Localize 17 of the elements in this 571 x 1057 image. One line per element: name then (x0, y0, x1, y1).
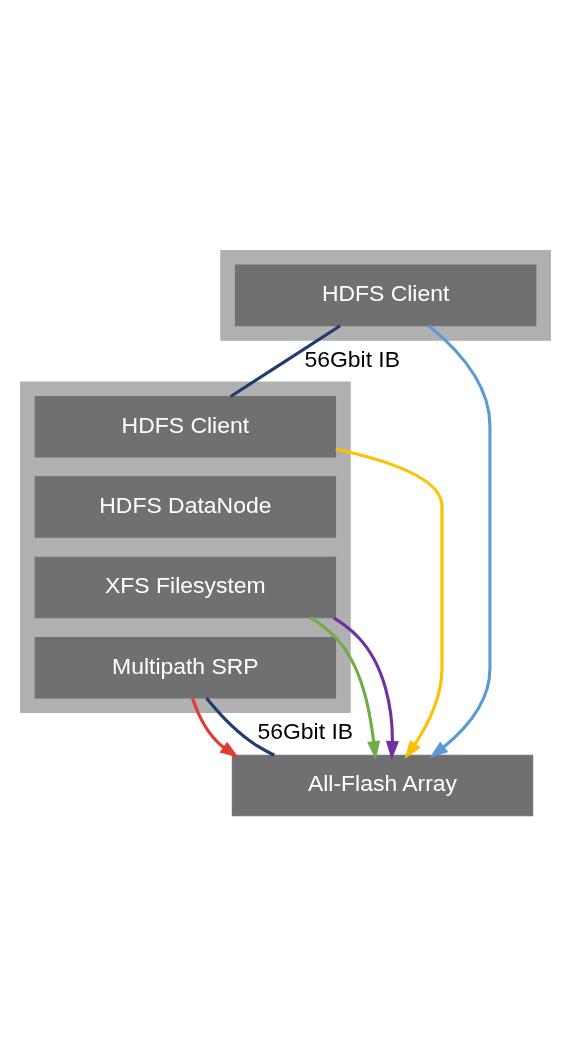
cluster (220, 249, 551, 341)
connector (229, 323, 342, 398)
arrow (190, 697, 239, 758)
node-box: XFS Filesystem (34, 556, 337, 618)
node-box: HDFS DataNode (34, 475, 337, 538)
arrow (332, 616, 400, 760)
arrow (427, 323, 492, 758)
node-box: All-Flash Array (231, 754, 534, 816)
cluster (20, 380, 351, 713)
node-box: Multipath SRP (34, 636, 337, 698)
arrow (310, 616, 381, 760)
arrow (335, 447, 444, 759)
node-box: HDFS Client (34, 395, 337, 458)
node-box: HDFS Client (234, 264, 537, 326)
connector (205, 696, 276, 757)
edge-label: 56Gbit IB (304, 345, 401, 372)
edge-label: 56Gbit IB (257, 717, 354, 744)
